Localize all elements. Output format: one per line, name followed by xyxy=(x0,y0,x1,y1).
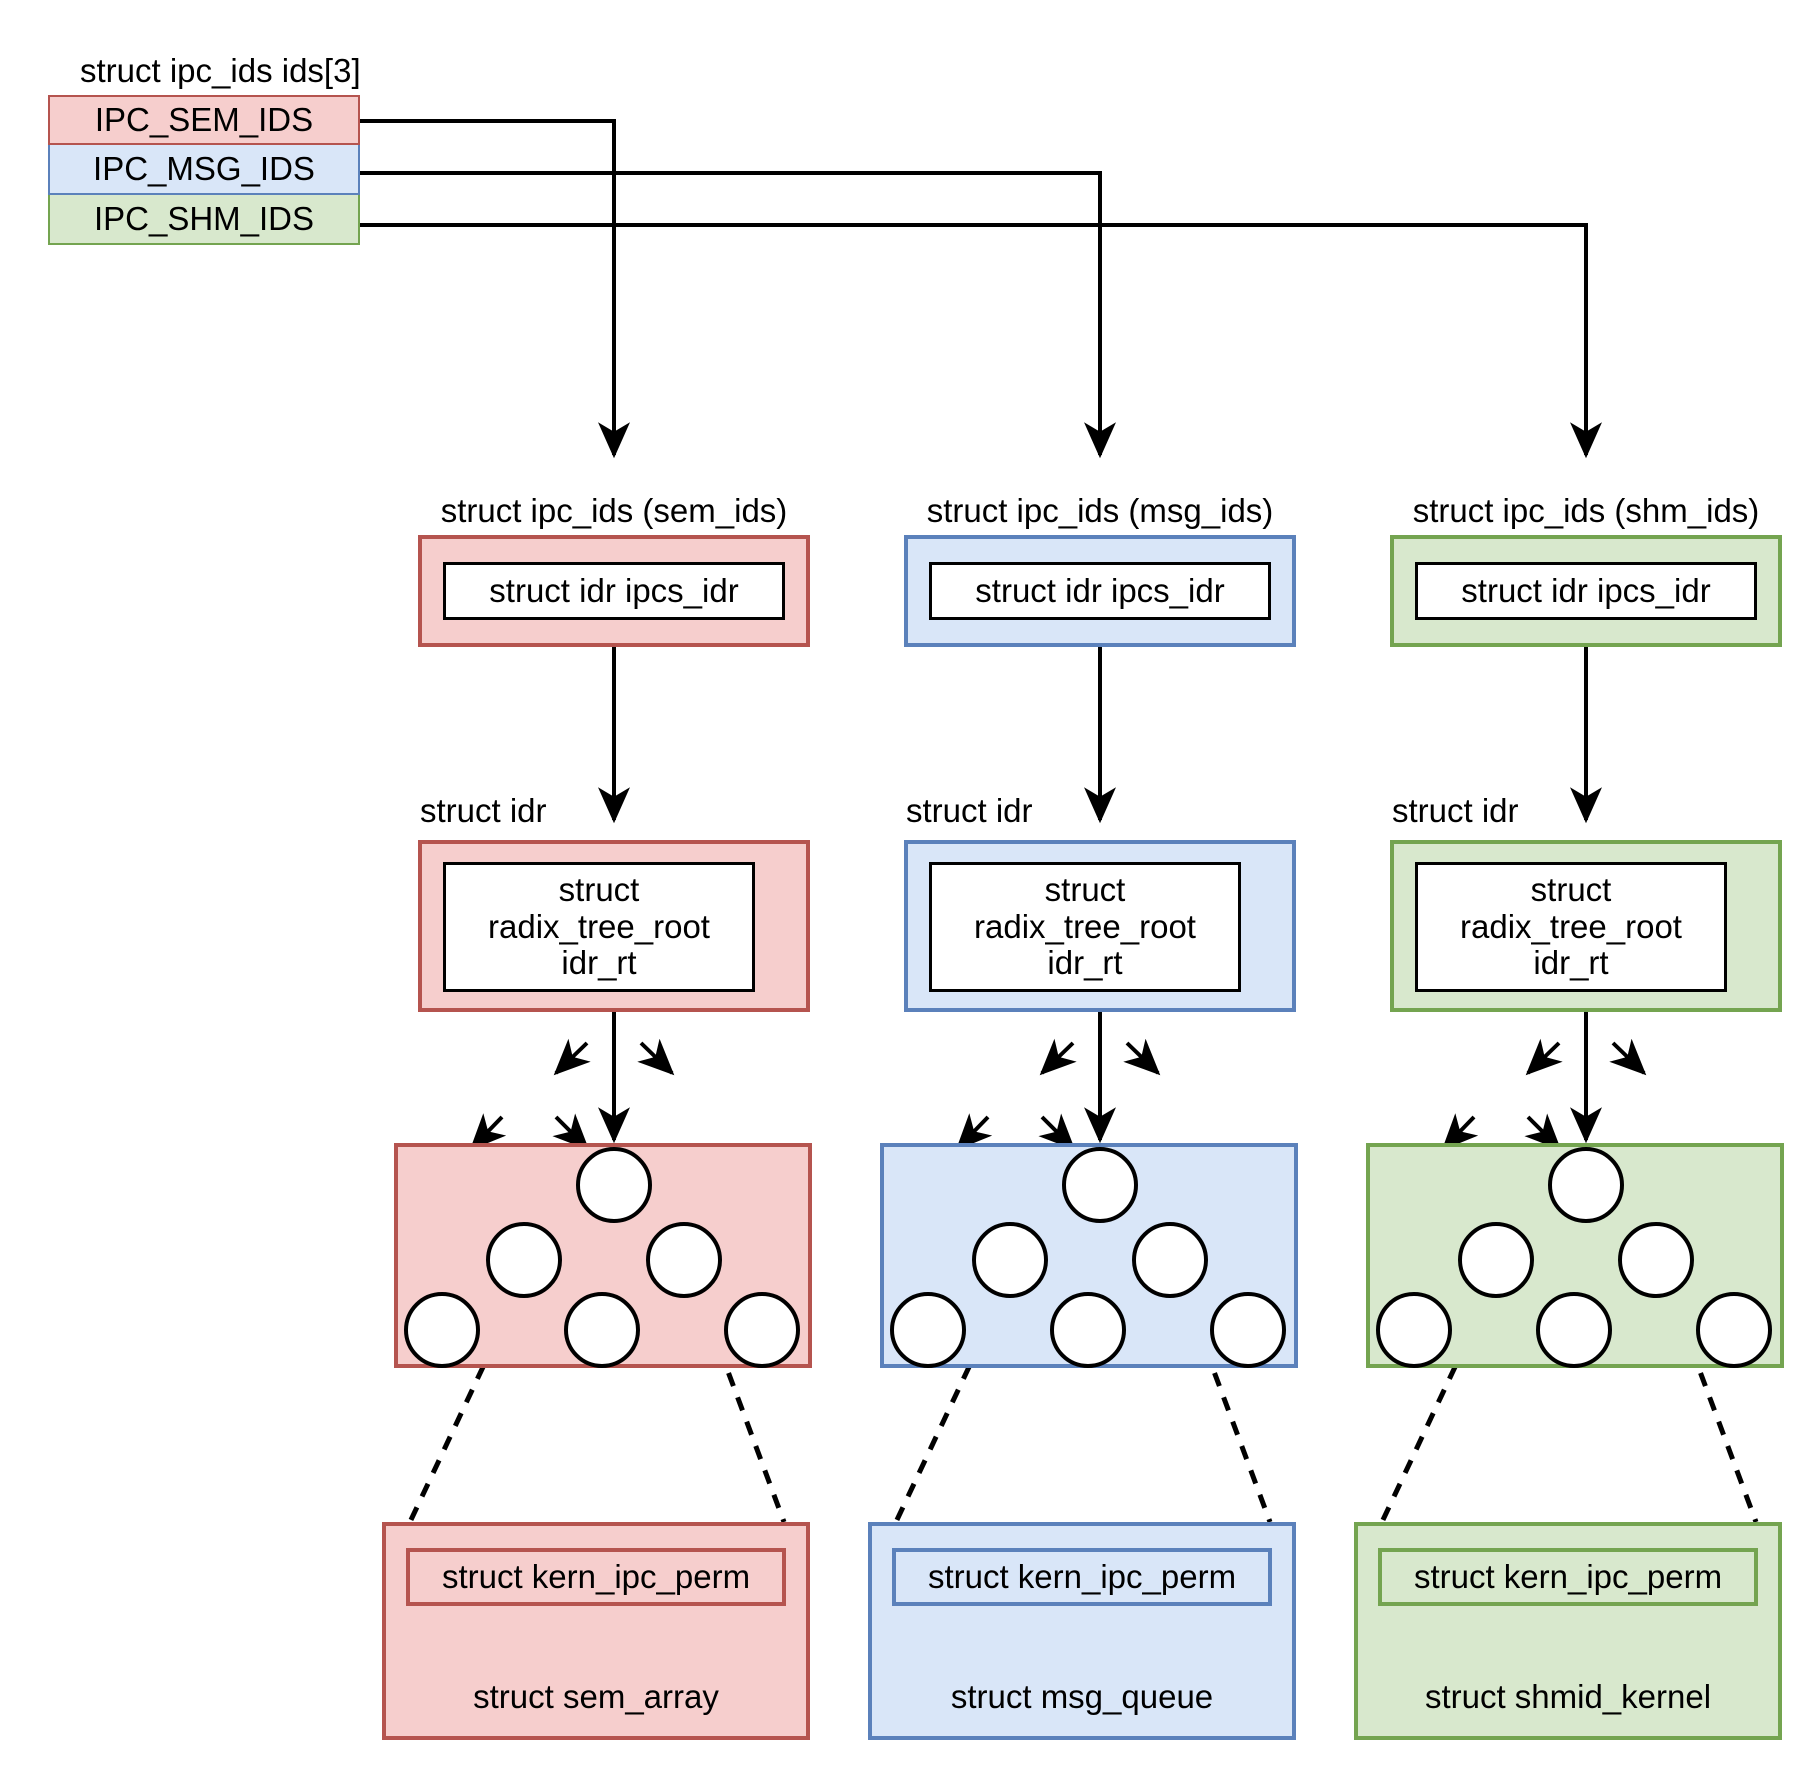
radix-node-level2-left xyxy=(1458,1222,1534,1298)
radix-line-2: radix_tree_root xyxy=(488,907,710,945)
radix-node-level2-right xyxy=(646,1222,722,1298)
radix-node-level2-left xyxy=(486,1222,562,1298)
ipc-ids-caption-sem: struct ipc_ids (sem_ids) xyxy=(440,492,788,529)
radix-node-leaf-3 xyxy=(724,1292,800,1368)
kern-ipc-perm-box-sem[interactable]: struct kern_ipc_perm xyxy=(406,1548,786,1606)
radix-node-level2-right xyxy=(1132,1222,1208,1298)
radix-tree-root-box-msg: struct radix_tree_root idr_rt xyxy=(929,862,1241,992)
object-caption-shm: struct shmid_kernel xyxy=(1424,1678,1712,1715)
kern-ipc-perm-box-msg[interactable]: struct kern_ipc_perm xyxy=(892,1548,1272,1606)
ipcs-idr-box-sem: struct idr ipcs_idr xyxy=(443,562,785,620)
ids-row-sem[interactable]: IPC_SEM_IDS xyxy=(48,95,360,145)
radix-node-level2-left xyxy=(972,1222,1048,1298)
kern-ipc-perm-box-shm[interactable]: struct kern_ipc_perm xyxy=(1378,1548,1758,1606)
radix-node-leaf-2 xyxy=(564,1292,640,1368)
radix-line-1: struct xyxy=(558,870,640,908)
ipcs-idr-box-msg: struct idr ipcs_idr xyxy=(929,562,1271,620)
ids-row-shm[interactable]: IPC_SHM_IDS xyxy=(48,195,360,245)
radix-node-leaf-3 xyxy=(1696,1292,1772,1368)
radix-node-leaf-3 xyxy=(1210,1292,1286,1368)
radix-node-root xyxy=(576,1147,652,1223)
ids-row-label: IPC_SHM_IDS xyxy=(93,200,315,237)
radix-node-level2-right xyxy=(1618,1222,1694,1298)
radix-node-leaf-1 xyxy=(890,1292,966,1368)
radix-edges-sem xyxy=(469,1038,675,1151)
radix-edges-shm xyxy=(1441,1038,1647,1151)
idr-caption-shm: struct idr xyxy=(1392,792,1519,829)
ids-row-label: IPC_MSG_IDS xyxy=(93,150,315,187)
ids-array-table: IPC_SEM_IDS IPC_MSG_IDS IPC_SHM_IDS xyxy=(48,95,360,245)
radix-node-root xyxy=(1548,1147,1624,1223)
radix-line-1: struct xyxy=(1044,870,1126,908)
radix-line-1: struct xyxy=(1530,870,1612,908)
radix-node-leaf-1 xyxy=(1376,1292,1452,1368)
radix-edges-msg xyxy=(955,1038,1161,1151)
ids-array-title: struct ipc_ids ids[3] xyxy=(80,52,361,89)
ipcs-idr-box-shm: struct idr ipcs_idr xyxy=(1415,562,1757,620)
radix-line-3: idr_rt xyxy=(1047,944,1123,982)
object-caption-sem: struct sem_array xyxy=(473,1678,719,1715)
ipc-ids-caption-msg: struct ipc_ids (msg_ids) xyxy=(926,492,1274,529)
radix-line-2: radix_tree_root xyxy=(1460,907,1682,945)
radix-tree-root-box-sem: struct radix_tree_root idr_rt xyxy=(443,862,755,992)
ids-row-msg[interactable]: IPC_MSG_IDS xyxy=(48,145,360,195)
idr-caption-msg: struct idr xyxy=(906,792,1033,829)
idr-caption-sem: struct idr xyxy=(420,792,547,829)
radix-node-root xyxy=(1062,1147,1138,1223)
ids-fanout-connectors xyxy=(360,119,1602,459)
object-caption-msg: struct msg_queue xyxy=(950,1678,1214,1715)
radix-line-3: idr_rt xyxy=(561,944,637,982)
ids-row-label: IPC_SEM_IDS xyxy=(94,101,314,138)
radix-line-3: idr_rt xyxy=(1533,944,1609,982)
radix-node-leaf-2 xyxy=(1536,1292,1612,1368)
radix-node-leaf-1 xyxy=(404,1292,480,1368)
radix-node-leaf-2 xyxy=(1050,1292,1126,1368)
radix-tree-root-box-shm: struct radix_tree_root idr_rt xyxy=(1415,862,1727,992)
radix-line-2: radix_tree_root xyxy=(974,907,1196,945)
ipc-ids-caption-shm: struct ipc_ids (shm_ids) xyxy=(1412,492,1760,529)
